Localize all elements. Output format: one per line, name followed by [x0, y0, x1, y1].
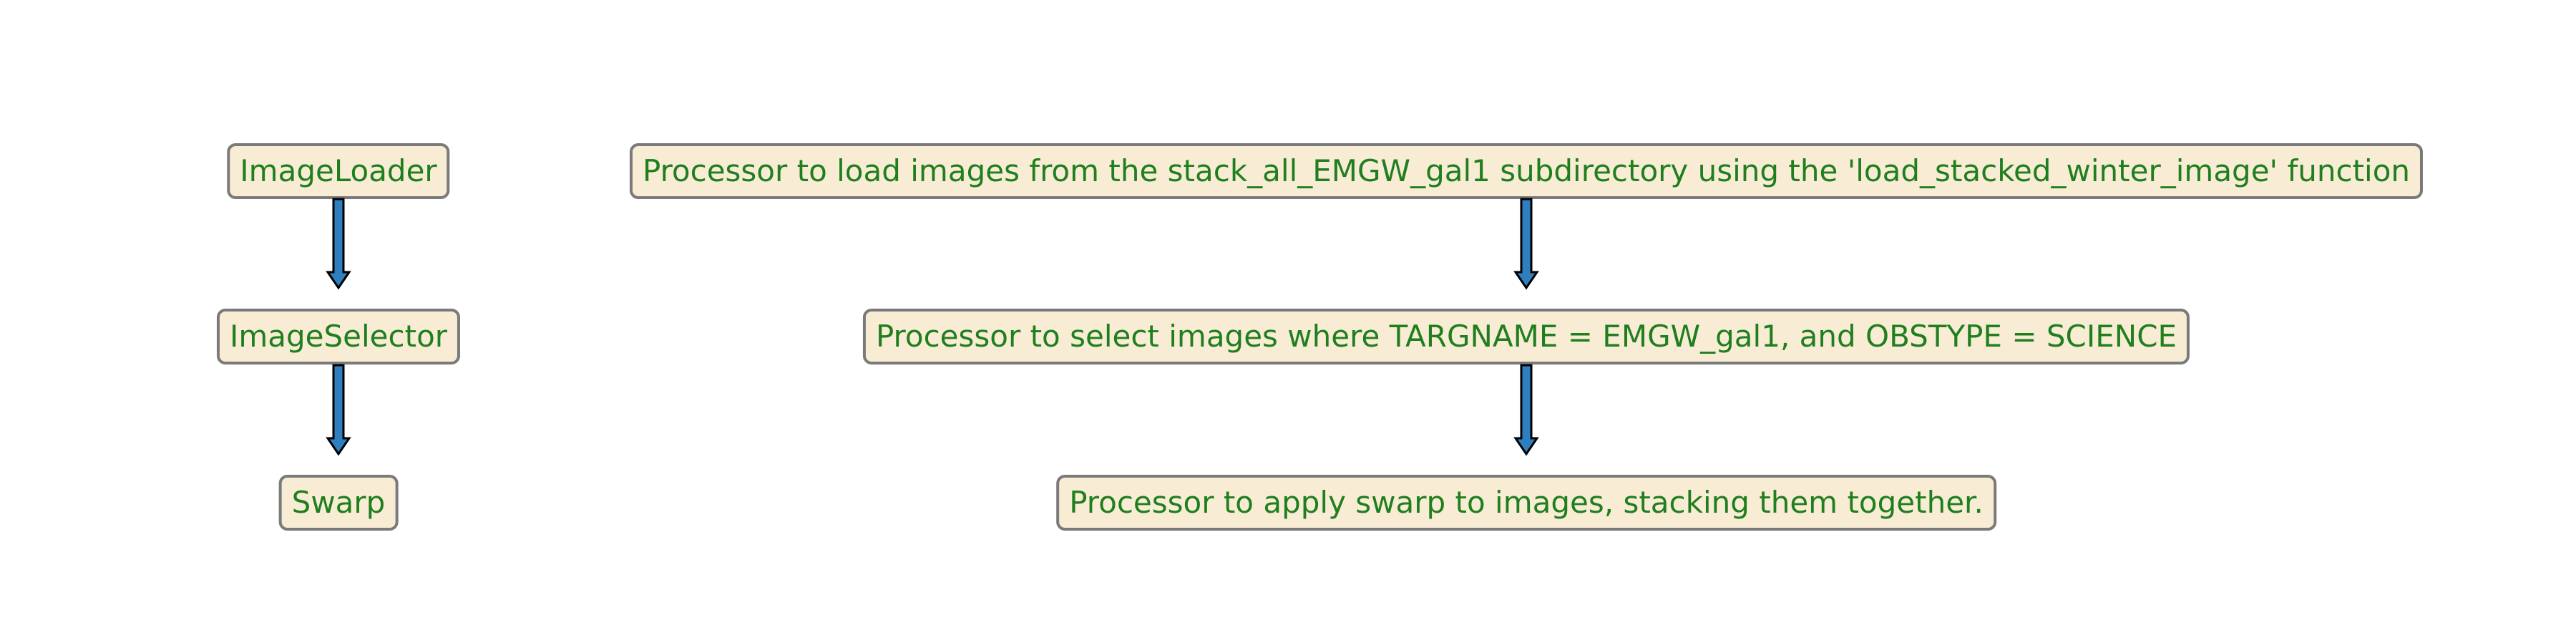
node-swarp: Swarp: [278, 475, 399, 531]
arrow-load-to-select: [1513, 198, 1539, 290]
arrow-loader-to-selector: [326, 198, 351, 290]
node-image-loader: ImageLoader: [227, 143, 450, 199]
node-image-selector: ImageSelector: [216, 309, 461, 364]
arrow-selector-to-swarp: [326, 364, 351, 456]
node-swarp-description: Processor to apply swarp to images, stac…: [1056, 475, 1996, 531]
arrow-select-to-swarp: [1513, 364, 1539, 456]
node-select-description: Processor to select images where TARGNAM…: [862, 309, 2190, 364]
node-load-description: Processor to load images from the stack_…: [629, 143, 2424, 199]
